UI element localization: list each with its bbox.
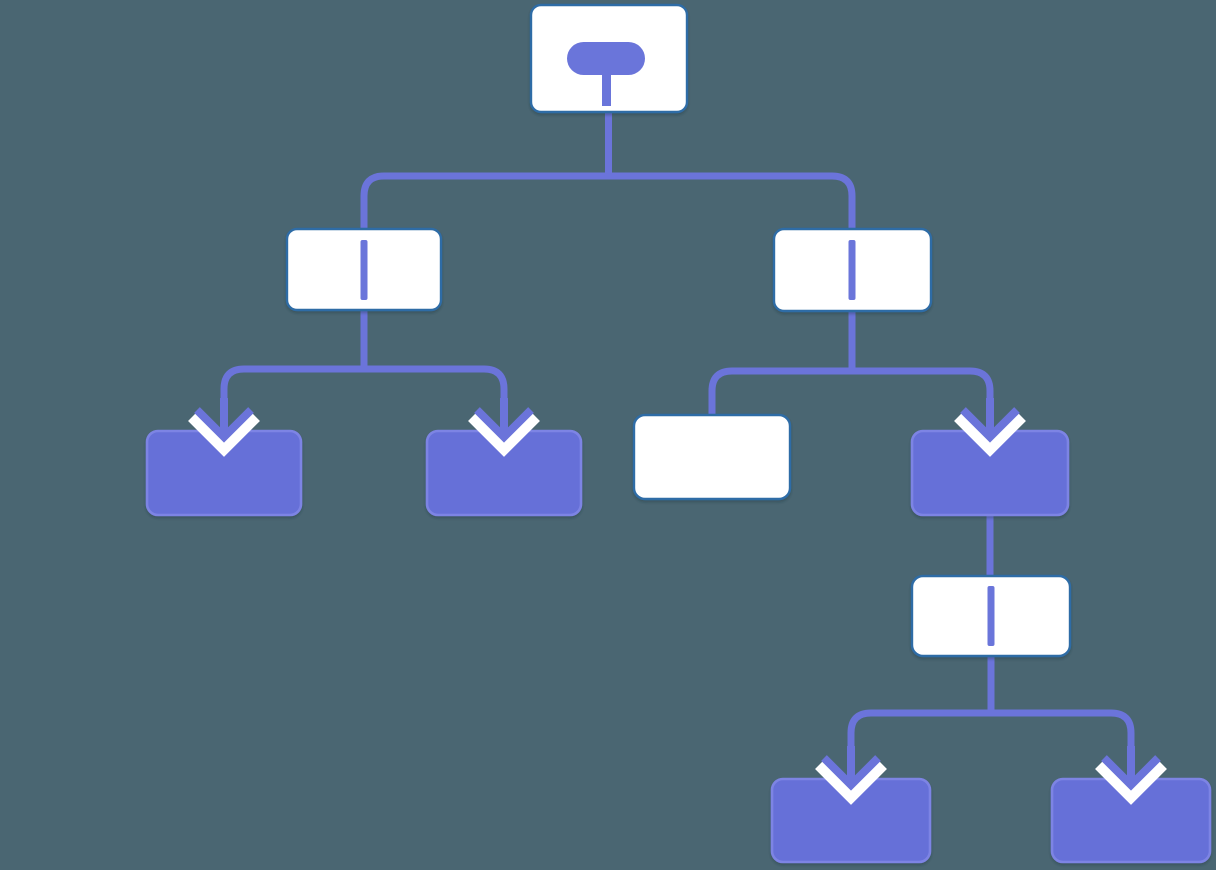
node-child-right-white[interactable] bbox=[632, 413, 792, 501]
arrowhead-chevron-icon bbox=[815, 746, 887, 805]
edge-branch-left-to-leaf-left-2[interactable] bbox=[360, 310, 508, 434]
pill-with-stem-icon bbox=[567, 42, 645, 106]
edge-root-to-branch-left[interactable] bbox=[360, 112, 612, 229]
pass-through-line-icon bbox=[360, 240, 368, 300]
pass-through-line-icon bbox=[987, 586, 995, 646]
edge-branch-right-sub-to-leaf-bottom-1[interactable] bbox=[847, 656, 995, 782]
arrowhead-chevron-icon bbox=[468, 398, 540, 457]
arrowhead-chevron-icon bbox=[954, 398, 1026, 457]
arrowhead-chevron-icon bbox=[1095, 746, 1167, 805]
node-branch-left[interactable] bbox=[285, 227, 443, 312]
edge-branch-right-to-child-right-white[interactable] bbox=[708, 311, 856, 415]
edge-branch-right-to-child-right-purple[interactable] bbox=[848, 311, 994, 434]
edge-branch-right-sub-to-leaf-bottom-2[interactable] bbox=[987, 656, 1135, 782]
edges-layer bbox=[220, 112, 1135, 782]
pass-through-line-icon bbox=[848, 240, 856, 300]
arrowhead-chevron-icon bbox=[188, 398, 260, 457]
node-branch-right[interactable] bbox=[772, 227, 933, 313]
nodes-layer bbox=[145, 3, 1212, 864]
edge-root-to-branch-right[interactable] bbox=[605, 112, 856, 229]
node-root[interactable] bbox=[529, 3, 689, 114]
edge-branch-left-to-leaf-left-1[interactable] bbox=[220, 310, 368, 434]
arrowheads-layer bbox=[188, 398, 1167, 805]
node-branch-right-sub[interactable] bbox=[910, 574, 1072, 658]
